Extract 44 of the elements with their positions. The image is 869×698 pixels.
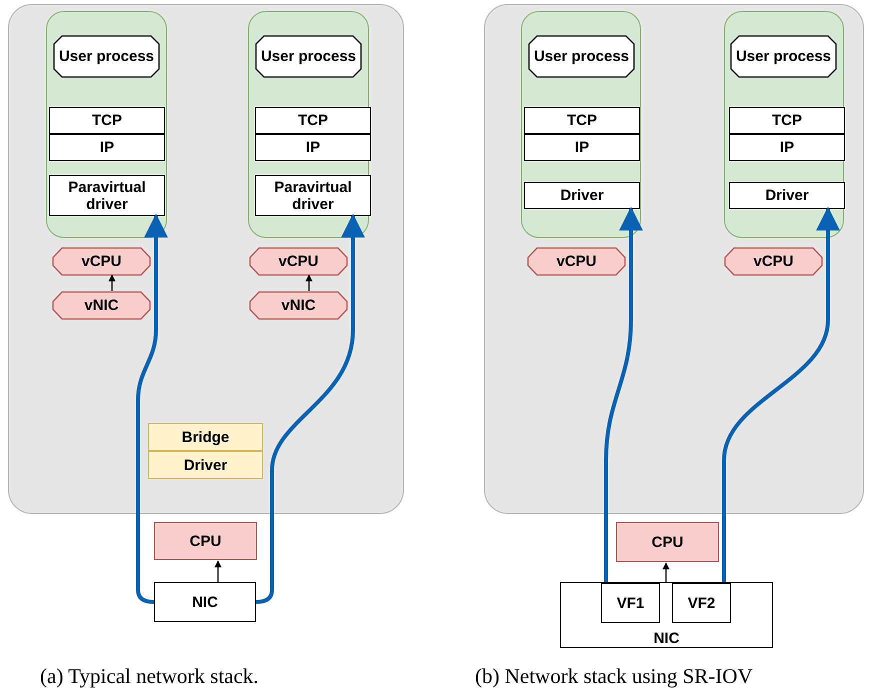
- layer-box: Paravirtual driver: [49, 175, 165, 216]
- virtual-device: vCPU: [250, 248, 347, 275]
- data-path-arrow: [722, 206, 840, 582]
- caption: (b) Network stack using SR-IOV: [475, 664, 753, 689]
- bridge-layer-box: Driver: [148, 451, 263, 479]
- layer-box: IP: [524, 134, 640, 161]
- process-box: User process: [731, 36, 836, 77]
- layer-box: Paravirtual driver: [255, 175, 371, 216]
- cpu-box: CPU: [154, 522, 257, 560]
- cpu-box: CPU: [616, 522, 719, 562]
- device-box: VF2: [672, 583, 731, 623]
- arrow: [214, 560, 222, 582]
- host-panel: [484, 4, 864, 514]
- process-box: User process: [256, 36, 361, 77]
- layer-box: Driver: [524, 182, 640, 209]
- layer-box: IP: [49, 134, 165, 161]
- virtual-device: vNIC: [53, 292, 150, 319]
- layer-box: TCP: [729, 107, 845, 134]
- layer-box: TCP: [524, 107, 640, 134]
- layer-box: TCP: [255, 107, 371, 134]
- host-panel: [8, 4, 404, 514]
- device-box: VF1: [601, 583, 660, 623]
- virtual-device: vCPU: [725, 248, 822, 275]
- arrow: [108, 274, 116, 291]
- virtual-device: vCPU: [528, 248, 625, 275]
- layer-box: IP: [729, 134, 845, 161]
- bridge-layer-box: Bridge: [148, 423, 263, 451]
- process-box: User process: [54, 36, 159, 77]
- nic-box: NIC VF1 VF2: [560, 582, 773, 648]
- vm-container: [248, 11, 369, 238]
- data-path-arrow: [604, 206, 643, 582]
- virtual-device: vCPU: [53, 248, 150, 275]
- arrow: [306, 274, 312, 291]
- vm-container: [521, 11, 641, 238]
- layer-box: Driver: [729, 182, 845, 209]
- virtual-device: vNIC: [250, 292, 347, 319]
- device-box: NIC: [154, 582, 256, 622]
- vm-container: [46, 11, 167, 238]
- arrow: [662, 562, 670, 582]
- caption: (a) Typical network stack.: [40, 664, 259, 689]
- layer-box: TCP: [49, 107, 165, 134]
- process-box: User process: [529, 36, 634, 77]
- layer-box: IP: [255, 134, 371, 161]
- vm-container: [724, 11, 844, 238]
